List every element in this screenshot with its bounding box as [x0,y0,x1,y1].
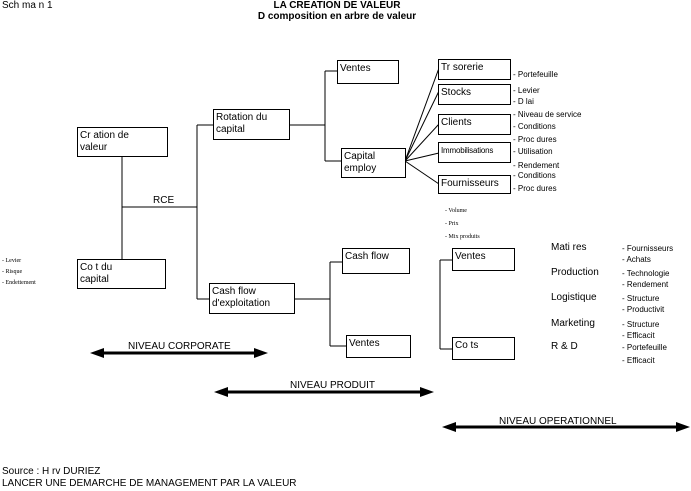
node-label: Co t du [80,262,113,273]
operational-item: - Productivit [622,305,665,314]
node-creation-valeur: Cr ation de valeur [77,127,168,157]
node-label: Stocks [441,87,472,98]
operational-category: Production [551,267,599,278]
connector-stocks [404,90,440,162]
arrow-operationnel [442,422,690,432]
connector-immobilisations [404,152,440,162]
node-capital-employe: Capital employ [341,148,406,178]
operational-item: - Portefeuille [622,343,667,352]
arrow-produit [214,387,434,397]
node-label: d'exploitation [212,298,271,309]
book-title: LANCER UNE DEMARCHE DE MANAGEMENT PAR LA… [2,478,297,489]
node-label: Ventes [340,63,371,74]
operational-item: - Structure [622,320,660,329]
node-label: Cr ation de [80,130,129,141]
node-label: capital [80,274,109,285]
cout-capital-details: - Levier - Risque - Endettement [2,258,36,287]
connector-tresorerie [404,67,440,162]
node-label: Capital [344,151,376,162]
node-immobilisations: Immobilisations [438,142,511,163]
node-label: employ [344,163,377,174]
page-subtitle: D composition en arbre de valeur [257,11,417,22]
detail-item: - Rendement [513,161,560,170]
node-tresorerie: Tr sorerie [438,59,511,80]
connector-clients [404,123,440,162]
node-fournisseurs: Fournisseurs [438,175,511,194]
operational-item: - Technologie [622,269,670,278]
node-couts: Co ts [452,337,515,360]
node-label: Rotation du [216,112,268,123]
node-cash-flow: Cash flow [342,248,410,274]
operational-item: - Efficacit [622,356,655,365]
level-produit-label: NIVEAU PRODUIT [290,380,376,391]
detail-item: - Levier [2,258,22,264]
detail-item: - Prix [445,221,459,227]
node-ventes-top: Ventes [337,60,399,84]
node-label: Clients [441,117,472,128]
page-title: LA CREATION DE VALEUR [273,0,401,11]
node-label: Cash flow [212,286,256,297]
node-label: Ventes [349,338,380,349]
node-label: Fournisseurs [441,178,499,189]
node-label: Ventes [455,251,486,262]
node-rotation-capital: Rotation du capital [213,109,290,140]
node-label: Co ts [455,340,479,351]
node-label: valeur [80,142,108,153]
detail-item: - Endettement [2,280,36,286]
detail-item: - D lai [513,97,534,106]
arrow-corporate [90,348,268,358]
node-cout-capital: Co t du capital [77,259,166,289]
detail-item: - Proc dures [513,184,557,193]
node-clients: Clients [438,114,511,135]
detail-item: - Portefeuille [513,70,558,79]
operational-item: - Efficacit [622,331,655,340]
operational-category: R & D [551,341,578,352]
node-label: Immobilisations [441,146,494,155]
node-ventes-produit: Ventes [452,248,515,271]
node-cash-flow-exploitation: Cash flow d'exploitation [209,283,295,314]
node-label: Cash flow [345,251,389,262]
detail-item: - Conditions [513,171,556,180]
schema-label: Sch ma n 1 [2,0,53,11]
operational-item: - Rendement [622,280,669,289]
operational-category: Logistique [551,292,597,303]
operational-item: - Structure [622,294,660,303]
node-label: capital [216,124,245,135]
detail-item: - Utilisation [513,147,553,156]
detail-item: - Levier [513,86,540,95]
node-ventes-mid: Ventes [346,335,411,358]
connector-fournisseurs [404,160,440,185]
detail-item: - Proc dures [513,135,557,144]
detail-item: - Niveau de service [513,110,582,119]
operational-category: Marketing [551,318,595,329]
rce-label: RCE [153,195,175,206]
level-corporate-label: NIVEAU CORPORATE [128,341,231,352]
detail-item: - Risque [2,269,23,275]
node-stocks: Stocks [438,84,511,105]
operational-item: - Fournisseurs [622,244,674,253]
source-credit: Source : H rv DURIEZ [2,466,101,477]
operational-category: Mati res [551,242,587,253]
detail-item: - Mix produits [445,234,480,240]
node-label: Tr sorerie [441,62,484,73]
detail-item: - Volume [445,208,467,214]
operational-item: - Achats [622,255,651,264]
level-operationnel-label: NIVEAU OPERATIONNEL [499,416,617,427]
detail-item: - Conditions [513,122,556,131]
